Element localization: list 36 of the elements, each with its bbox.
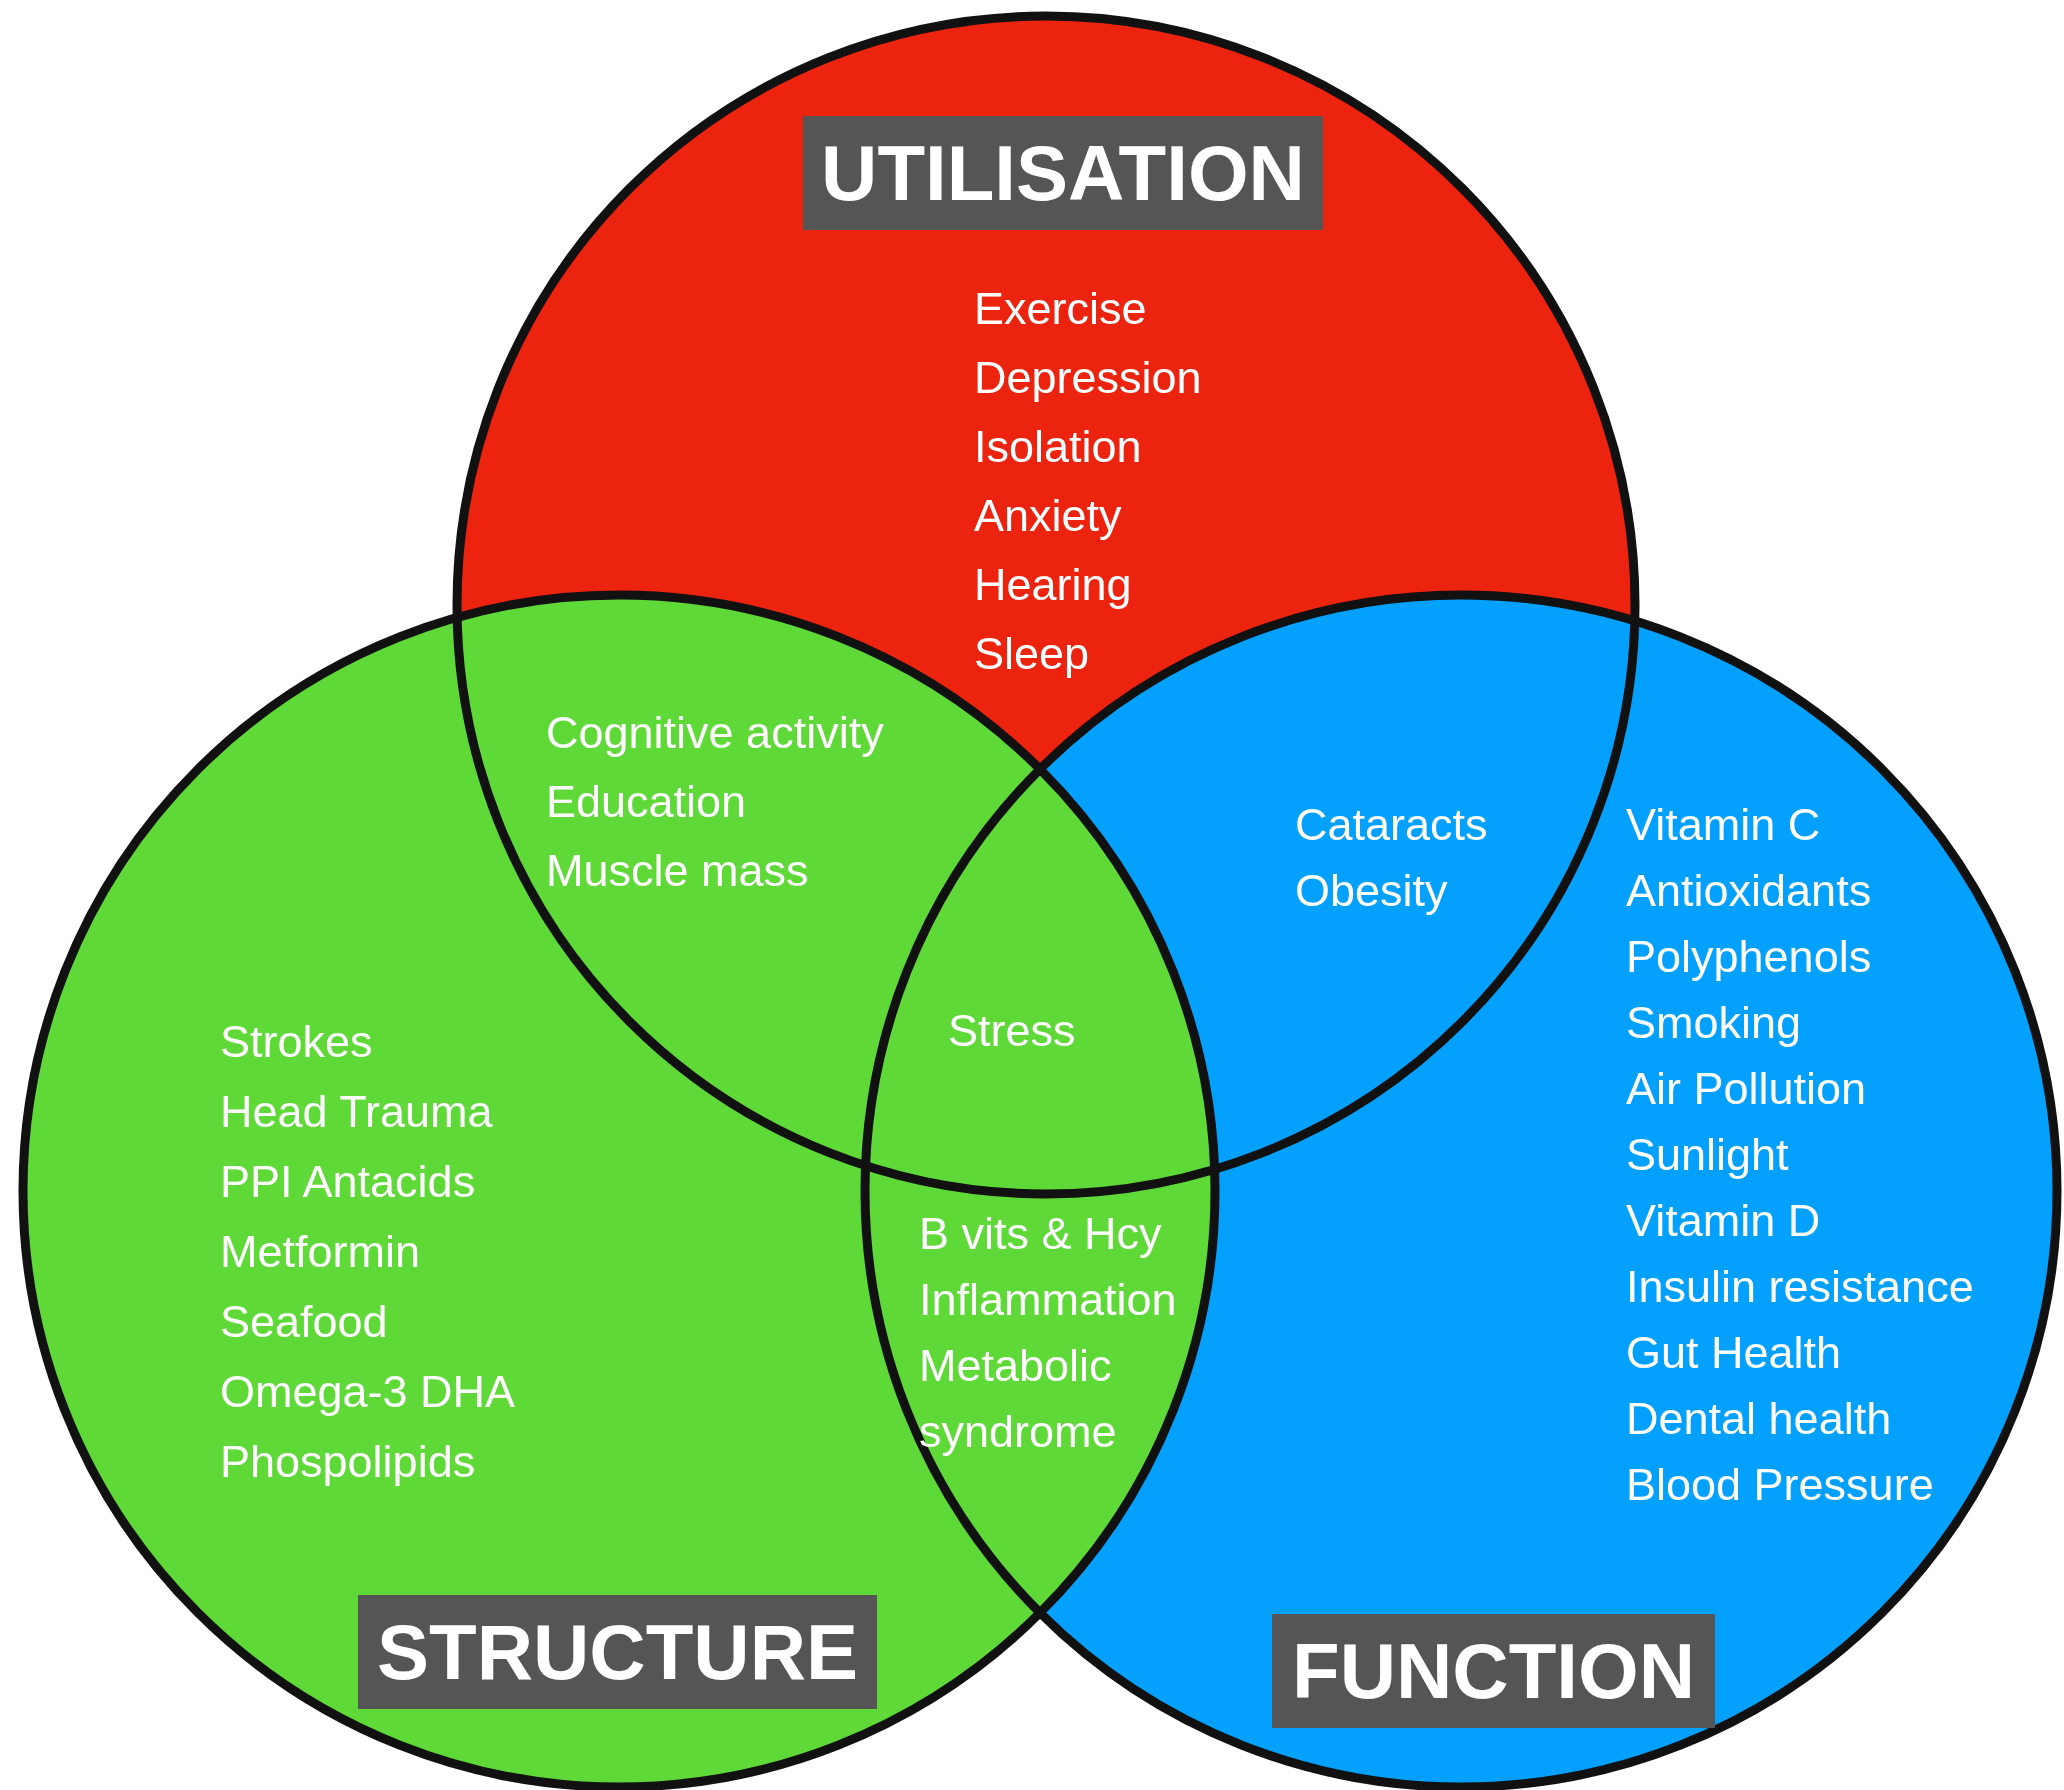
factor-label: Sunlight <box>1626 1129 1789 1181</box>
circle-title: UTILISATION <box>803 116 1323 230</box>
factor-label: Head Trauma <box>220 1086 493 1138</box>
factor-label: Vitamin D <box>1626 1195 1821 1247</box>
factor-label: Obesity <box>1295 865 1448 917</box>
factor-label: Hearing <box>974 559 1132 611</box>
factor-label: Phospolipids <box>220 1436 476 1488</box>
factor-label: Smoking <box>1626 997 1802 1049</box>
factor-label: Blood Pressure <box>1626 1459 1934 1511</box>
factor-label: Sleep <box>974 628 1090 680</box>
factor-label: Cataracts <box>1295 799 1488 851</box>
factor-label: Strokes <box>220 1016 373 1068</box>
factor-label: Gut Health <box>1626 1327 1842 1379</box>
factor-label: Metformin <box>220 1226 421 1278</box>
factor-label: Cognitive activity <box>546 707 884 759</box>
factor-label: Depression <box>974 352 1202 404</box>
factor-label: Inflammation <box>919 1274 1177 1326</box>
factor-label: PPI Antacids <box>220 1156 476 1208</box>
factor-label: Omega-3 DHA <box>220 1366 516 1418</box>
factor-label: Seafood <box>220 1296 388 1348</box>
factor-label: Antioxidants <box>1626 865 1872 917</box>
factor-label: B vits & Hcy <box>919 1208 1162 1260</box>
circle-title: STRUCTURE <box>358 1595 877 1709</box>
factor-label: Dental health <box>1626 1393 1892 1445</box>
factor-label: Isolation <box>974 421 1142 473</box>
factor-label: Insulin resistance <box>1626 1261 1974 1313</box>
factor-label: Education <box>546 776 747 828</box>
circle-title: FUNCTION <box>1272 1614 1715 1728</box>
factor-label: Air Pollution <box>1626 1063 1867 1115</box>
factor-label: Stress <box>948 1005 1076 1057</box>
factor-label: Metabolic syndrome <box>919 1339 1118 1459</box>
factor-label: Exercise <box>974 283 1147 335</box>
factor-label: Anxiety <box>974 490 1122 542</box>
factor-label: Muscle mass <box>546 845 809 897</box>
factor-label: Polyphenols <box>1626 931 1872 983</box>
factor-label: Vitamin C <box>1626 799 1821 851</box>
